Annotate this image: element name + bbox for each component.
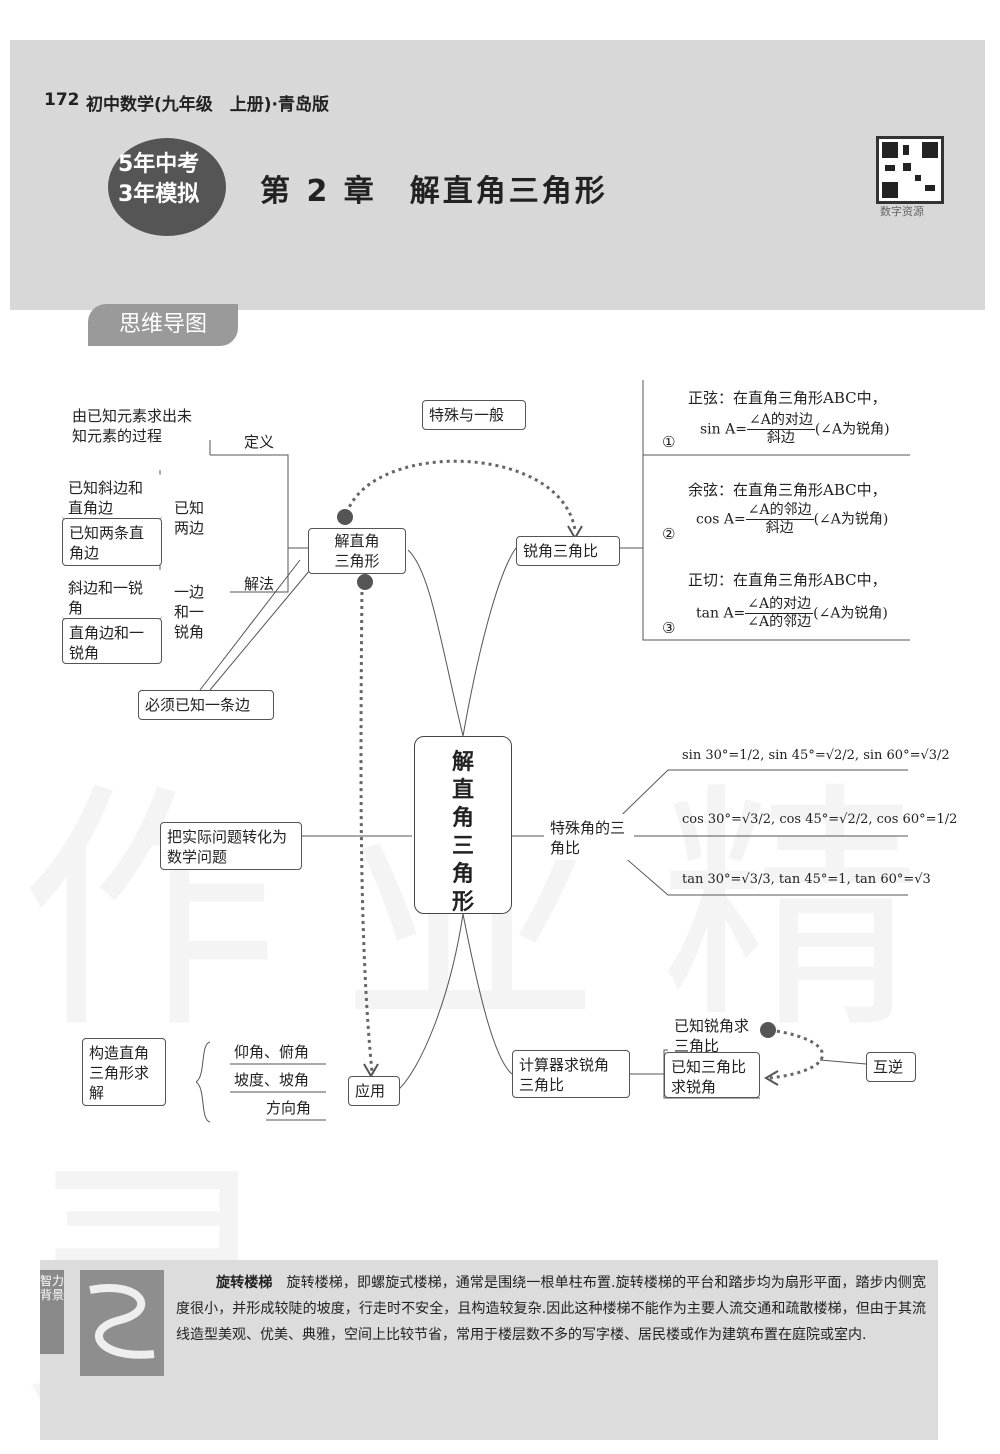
node-inverse: 互逆 <box>866 1052 916 1082</box>
center-label: 解直角三角形 <box>451 750 474 915</box>
known-two-sides: 已知两边 <box>174 499 205 537</box>
mind-map-tag: 思维导图 <box>88 304 238 346</box>
node-two-legs: 已知两条直角边 <box>62 518 162 566</box>
node-practical: 把实际问题转化为数学问题 <box>160 822 302 870</box>
cos-bottom: 斜边 <box>765 520 794 536</box>
background-heading: 旋转楼梯 <box>216 1275 273 1291</box>
brand-logo <box>108 138 226 236</box>
node-known-angle: 已知锐角求三角比 <box>668 1012 760 1055</box>
sine-bottom: 斜边 <box>766 430 795 446</box>
spiral-stair-graphic <box>89 1284 155 1359</box>
node-solve-rt: 解直角三角形 <box>308 528 406 574</box>
special-cos-row: cos 30°=√3/2, cos 45°=√2/2, cos 60°=1/2 <box>682 812 958 827</box>
node-leg-acute: 直角边和一锐角 <box>62 618 162 664</box>
node-special-ratio: 特殊角的三角比 <box>544 814 634 860</box>
node-must-know-side: 必须已知一条边 <box>138 690 274 720</box>
node-construct: 构造直角三角形求解 <box>82 1038 166 1106</box>
background-band <box>40 1260 938 1440</box>
node-acute-ratio: 锐角三角比 <box>516 536 620 566</box>
qr-pattern <box>882 142 938 198</box>
node-application: 应用 <box>348 1076 400 1106</box>
tan-note: (∠A为锐角) <box>813 605 888 622</box>
node-special-general: 特殊与一般 <box>422 400 526 430</box>
brand-logo-text: 5年中考 3年模拟 <box>118 152 200 207</box>
special-tan-row: tan 30°=√3/3, tan 45°=1, tan 60°=√3 <box>682 872 931 887</box>
cos-lhs: cos A= <box>696 511 746 528</box>
cos-number: ② <box>662 525 676 543</box>
method-label: 解法 <box>244 575 275 593</box>
book-title: 初中数学(九年级 上册)·青岛版 <box>86 95 329 115</box>
node-calculator: 计算器求锐角三角比 <box>512 1050 630 1098</box>
one-side-one-angle: 一边和一锐角 <box>174 583 205 641</box>
tan-formula: tan A=∠A的对边∠A的邻边(∠A为锐角) <box>696 596 888 631</box>
chapter-title: 第 2 章 解直角三角形 <box>260 174 608 209</box>
tan-title: 正切：在直角三角形ABC中， <box>688 571 887 589</box>
slope-angle: 坡度、坡角 <box>234 1071 310 1089</box>
cos-top: ∠A的邻边 <box>745 502 814 520</box>
node-known-ratio: 已知三角比求锐角 <box>664 1052 760 1098</box>
background-text: 旋转楼梯，即螺旋式楼梯，通常是围绕一根单柱布置.旋转楼梯的平台和踏步均为扇形平面… <box>176 1275 926 1343</box>
node-hyp-acute: 斜边和一锐角 <box>62 574 162 620</box>
tan-lhs: tan A= <box>696 605 746 622</box>
elevation-angle: 仰角、俯角 <box>234 1043 310 1061</box>
tan-number: ③ <box>662 619 676 637</box>
definition-label: 定义 <box>244 433 275 451</box>
cos-title: 余弦：在直角三角形ABC中， <box>688 481 887 499</box>
cos-formula: cos A=∠A的邻边斜边 (∠A为锐角) <box>696 502 888 537</box>
cos-note: (∠A为锐角) <box>813 511 889 528</box>
spiral-stair-image <box>80 1270 164 1376</box>
sine-note: (∠A为锐角) <box>814 421 890 438</box>
sine-lhs: sin A= <box>700 421 747 438</box>
side-tag: 智力背景 <box>40 1270 64 1354</box>
sine-title: 正弦：在直角三角形ABC中， <box>688 389 887 407</box>
direction-angle: 方向角 <box>266 1099 312 1117</box>
tan-top: ∠A的对边 <box>745 596 814 614</box>
qr-label: 数字资源 <box>880 205 924 218</box>
qr-code-icon[interactable] <box>876 136 944 204</box>
sine-top: ∠A的对边 <box>746 412 815 430</box>
background-paragraph: 旋转楼梯旋转楼梯，即螺旋式楼梯，通常是围绕一根单柱布置.旋转楼梯的平台和踏步均为… <box>176 1270 926 1348</box>
sine-formula: sin A=∠A的对边斜边 (∠A为锐角) <box>700 412 890 447</box>
mindmap-center: 解直角三角形 <box>414 736 512 915</box>
application-bracket <box>196 1041 326 1123</box>
tan-bottom: ∠A的邻边 <box>747 614 812 630</box>
page-number: 172 <box>44 90 80 110</box>
definition-text: 由已知元素求出未知元素的过程 <box>72 407 193 445</box>
node-hyp-leg: 已知斜边和直角边 <box>62 474 162 520</box>
sine-number: ① <box>662 433 676 451</box>
special-sin-row: sin 30°=1/2, sin 45°=√2/2, sin 60°=√3/2 <box>682 748 950 763</box>
